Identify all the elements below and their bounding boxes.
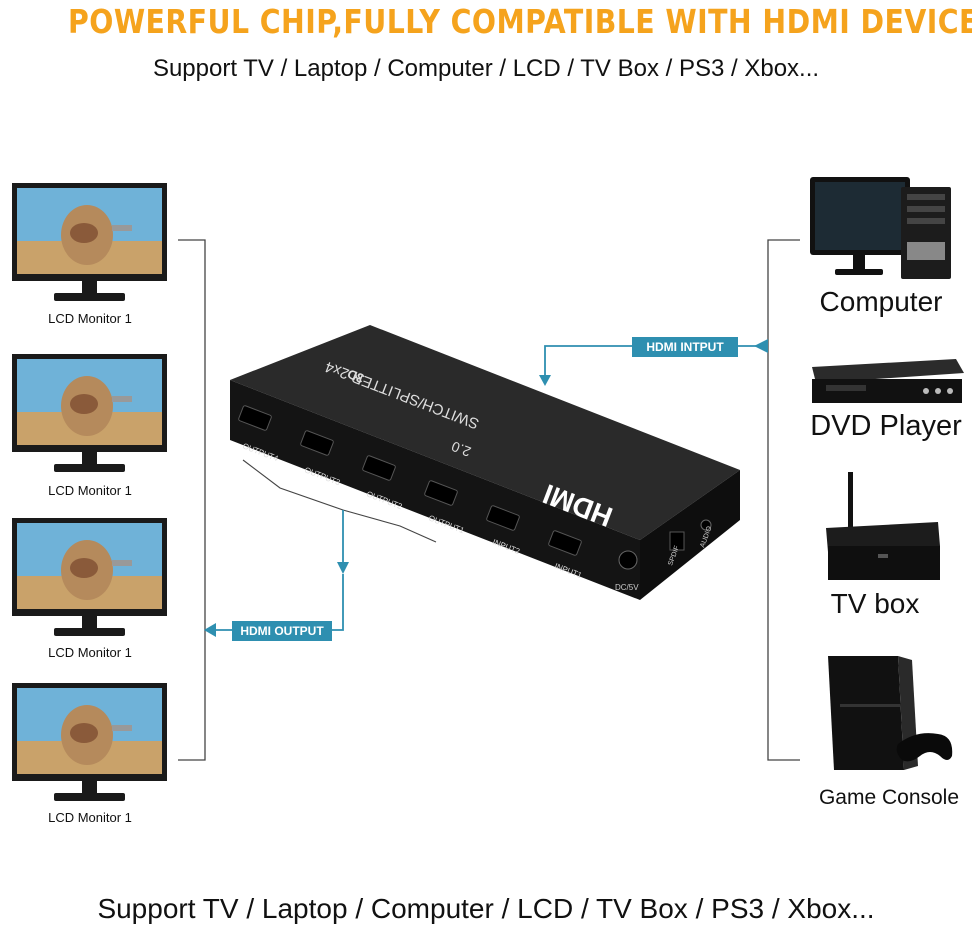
computer-label: Computer bbox=[819, 286, 943, 317]
support-text-top: Support TV / Laptop / Computer / LCD / T… bbox=[152, 55, 820, 82]
lcd-monitor-4 bbox=[12, 683, 167, 805]
lcd-monitor-2 bbox=[12, 354, 167, 476]
monitor-label: LCD Monitor 1 bbox=[48, 483, 132, 498]
dc-label: DC/5V bbox=[615, 583, 639, 592]
lcd-monitor-3 bbox=[12, 518, 167, 640]
hdmi-switch-device: OUTPUT4 OUTPUT3 OUTPUT2 OUTPUT1 INPUT2 I… bbox=[230, 325, 740, 600]
computer-image bbox=[810, 177, 951, 279]
3d-badge: 3D bbox=[345, 366, 366, 386]
headline: POWERFUL CHIP,FULLY COMPATIBLE WITH HDMI… bbox=[68, 2, 972, 41]
monitor-label: LCD Monitor 1 bbox=[48, 645, 132, 660]
monitor-label: LCD Monitor 1 bbox=[48, 311, 132, 326]
game-console-image bbox=[828, 656, 953, 770]
game-console-label: Game Console bbox=[818, 786, 960, 809]
monitor-label: LCD Monitor 1 bbox=[48, 810, 132, 825]
dvd-player-image bbox=[812, 359, 964, 403]
hdmi-input-tag: HDMI INTPUT bbox=[632, 337, 738, 357]
tv-box-label: TV box bbox=[830, 588, 920, 619]
tv-box-image bbox=[826, 472, 940, 580]
version-label: 2.0 bbox=[449, 438, 473, 460]
support-text-bottom: Support TV / Laptop / Computer / LCD / T… bbox=[97, 893, 875, 924]
dvd-player-label: DVD Player bbox=[810, 410, 962, 442]
lcd-monitor-1 bbox=[12, 183, 167, 305]
hdmi-output-tag: HDMI OUTPUT bbox=[232, 621, 332, 641]
